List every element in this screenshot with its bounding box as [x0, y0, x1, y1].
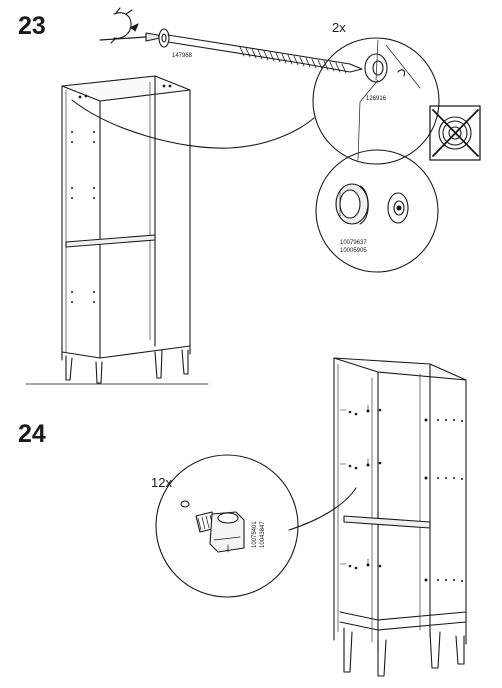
cam-dowel-icon — [195, 511, 245, 553]
screw-part-number: 147968 — [172, 53, 193, 59]
cam-washer-icon — [387, 192, 409, 224]
dowel-part-number-2: 10043847 — [260, 521, 266, 548]
cam-part-number-1: 10079637 — [340, 240, 367, 246]
cam-part-number-2: 10005905 — [340, 248, 367, 254]
detail-circle-dowel — [155, 454, 299, 598]
bookcase-step-23 — [25, 75, 315, 385]
bookcase-step-24 — [333, 357, 467, 677]
step-number-24: 24 — [18, 420, 46, 448]
cam-lock-icon — [335, 183, 369, 225]
small-ring-icon — [180, 500, 190, 508]
pointer-curve-step-24 — [288, 487, 357, 531]
detail-circle-screw — [312, 37, 440, 165]
screwdriver-icon — [99, 7, 161, 44]
washer-quantity: 2x — [332, 20, 346, 35]
detail-circle-cam-lock — [315, 149, 439, 273]
dowel-quantity: 12x — [151, 475, 172, 490]
dowel-part-number-1: 10075401 — [252, 521, 258, 548]
washer-icon — [364, 53, 406, 83]
crossed-out-circle-icon — [429, 105, 481, 161]
washer-part-number: 126916 — [366, 96, 387, 102]
long-screw-icon — [158, 28, 363, 74]
step-number-23: 23 — [18, 12, 46, 40]
